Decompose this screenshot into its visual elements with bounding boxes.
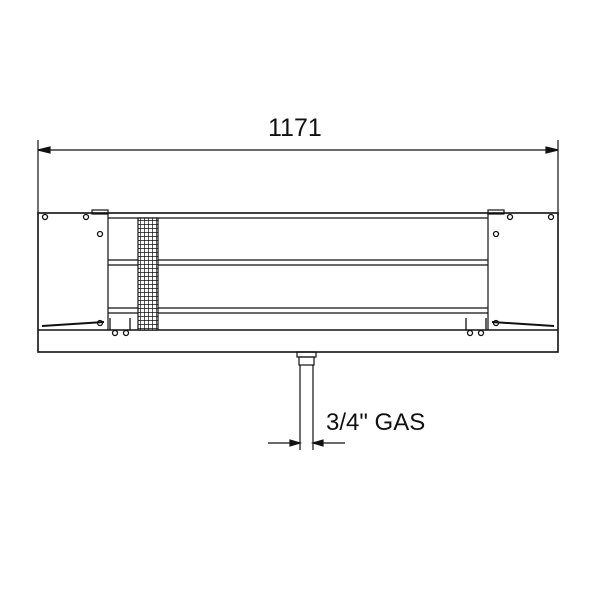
- screw-holes: [41, 213, 555, 337]
- gas-pipe: [296, 351, 317, 450]
- gas-connection-label: 3/4" GAS: [326, 409, 426, 436]
- pipe-diameter-dimension: [268, 439, 345, 447]
- width-dimension-line: [37, 140, 559, 215]
- width-dimension-label: 1171: [268, 114, 322, 142]
- burner-mesh: [137, 217, 159, 331]
- heater-body: [37, 209, 559, 353]
